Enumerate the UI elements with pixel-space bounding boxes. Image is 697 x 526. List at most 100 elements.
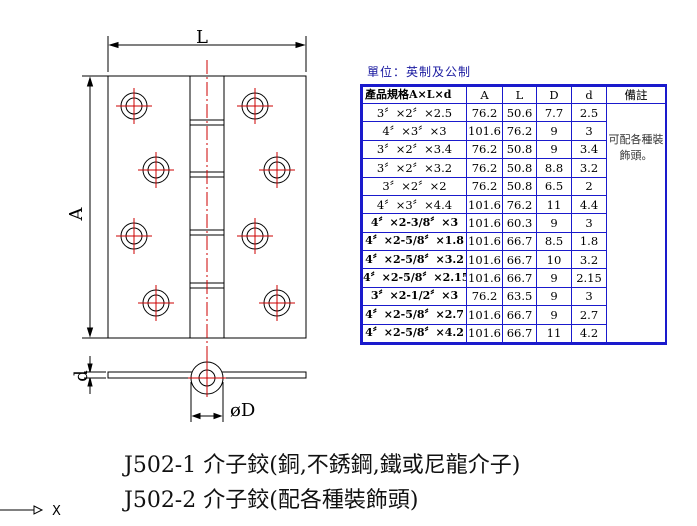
spec-cell: 4〞×3〞×4.4: [362, 194, 467, 215]
l-cell: 50.8: [502, 176, 537, 196]
dimension-D: [190, 382, 224, 422]
d-thickness-cell: 2.5: [571, 102, 607, 123]
spec-cell: 4〞×3〞×3: [362, 121, 467, 141]
d-thickness-cell: 2.7: [571, 305, 607, 325]
d-thickness-cell: 3.2: [571, 158, 607, 178]
x-axis-label: X: [52, 504, 61, 519]
spec-cell: 3〞×2〞×2: [362, 176, 467, 196]
a-cell: 101.6: [466, 213, 503, 233]
l-cell: 60.3: [502, 213, 537, 233]
d-outer-cell: 9: [536, 268, 572, 288]
d-outer-cell: 11: [536, 194, 572, 215]
dimension-d: [84, 356, 106, 394]
d-thickness-cell: 2.15: [571, 268, 607, 288]
d-outer-cell: 10: [536, 249, 572, 270]
a-cell: 76.2: [466, 139, 503, 160]
l-cell: 50.8: [502, 139, 537, 160]
screw-hole: [259, 152, 295, 188]
l-cell: 66.7: [502, 305, 537, 325]
spec-cell: 3〞×2〞×3.2: [362, 158, 467, 178]
a-cell: 101.6: [466, 249, 503, 270]
l-cell: 66.7: [502, 268, 537, 288]
header-d: d: [571, 86, 607, 104]
a-cell: 76.2: [466, 286, 503, 307]
screw-hole: [259, 285, 295, 321]
d-thickness-cell: 3.2: [571, 249, 607, 270]
a-cell: 76.2: [466, 176, 503, 196]
d-outer-cell: 7.7: [536, 102, 572, 123]
spec-cell: 4〞×2-3/8〞×3: [362, 213, 467, 233]
hinge-front-view: [107, 75, 307, 339]
a-cell: 101.6: [466, 121, 503, 141]
spec-cell: 3〞×2〞×3.4: [362, 139, 467, 160]
caption-j502-2: J502-2 介子鉸(配各種裝飾頭): [124, 488, 419, 513]
d-thickness-cell: 3: [571, 121, 607, 141]
l-cell: 63.5: [502, 286, 537, 307]
l-cell: 50.8: [502, 158, 537, 178]
spec-cell: 3〞×2-1/2〞×3: [362, 286, 467, 307]
header-note: 備註: [606, 86, 666, 104]
l-cell: 66.7: [502, 231, 537, 252]
a-cell: 76.2: [466, 102, 503, 123]
dimension-d-label: d: [71, 370, 92, 382]
l-cell: 50.6: [502, 102, 537, 123]
dimension-A-label: A: [66, 207, 87, 222]
d-outer-cell: 9: [536, 213, 572, 233]
header-D: D: [536, 86, 572, 104]
dimension-D-label: øD: [230, 400, 255, 421]
dimension-L-label: L: [196, 27, 208, 48]
a-cell: 101.6: [466, 268, 503, 288]
screw-hole: [116, 218, 152, 254]
note-cell: 可配各種裝飾頭。: [606, 103, 666, 343]
header-A: A: [466, 86, 503, 104]
spec-cell: 4〞×2-5/8〞×2.7: [362, 305, 467, 325]
screw-hole: [138, 152, 174, 188]
screw-hole: [138, 285, 174, 321]
l-cell: 76.2: [502, 121, 537, 141]
d-thickness-cell: 1.8: [571, 231, 607, 252]
table-header-row: 產品規格A×L×d A L D d 備註: [362, 86, 666, 104]
l-cell: 66.7: [502, 249, 537, 270]
a-cell: 101.6: [466, 231, 503, 252]
unit-label: 單位：英制及公制: [367, 65, 472, 79]
dimension-A: [82, 75, 108, 339]
x-axis-marker: [0, 505, 44, 515]
d-outer-cell: 8.5: [536, 231, 572, 252]
hinge-side-view: [107, 359, 307, 397]
caption-j502-1: J502-1 介子鉸(銅,不銹鋼,鐵或尼龍介子): [124, 453, 521, 478]
spec-cell: 4〞×2-5/8〞×3.2: [362, 249, 467, 270]
header-spec: 產品規格A×L×d: [362, 86, 467, 104]
spec-cell: 4〞×2-5/8〞×1.8: [362, 231, 467, 252]
d-thickness-cell: 2: [571, 176, 607, 196]
spec-cell: 4〞×2-5/8〞×4.2: [362, 323, 467, 343]
l-cell: 66.7: [502, 323, 537, 343]
header-L: L: [502, 86, 537, 104]
a-cell: 101.6: [466, 194, 503, 215]
dimension-L: [107, 36, 307, 72]
d-outer-cell: 6.5: [536, 176, 572, 196]
d-thickness-cell: 3: [571, 213, 607, 233]
d-thickness-cell: 3.4: [571, 139, 607, 160]
spec-cell: 3〞×2〞×2.5: [362, 102, 467, 123]
screw-hole: [237, 88, 273, 124]
d-outer-cell: 9: [536, 121, 572, 141]
d-thickness-cell: 4.2: [571, 323, 607, 343]
screw-holes: [116, 88, 295, 321]
a-cell: 101.6: [466, 305, 503, 325]
l-cell: 76.2: [502, 194, 537, 215]
screw-hole: [237, 218, 273, 254]
screw-hole: [116, 88, 152, 124]
d-thickness-cell: 4.4: [571, 194, 607, 215]
spec-cell: 4〞×2-5/8〞×2.15: [362, 268, 467, 288]
